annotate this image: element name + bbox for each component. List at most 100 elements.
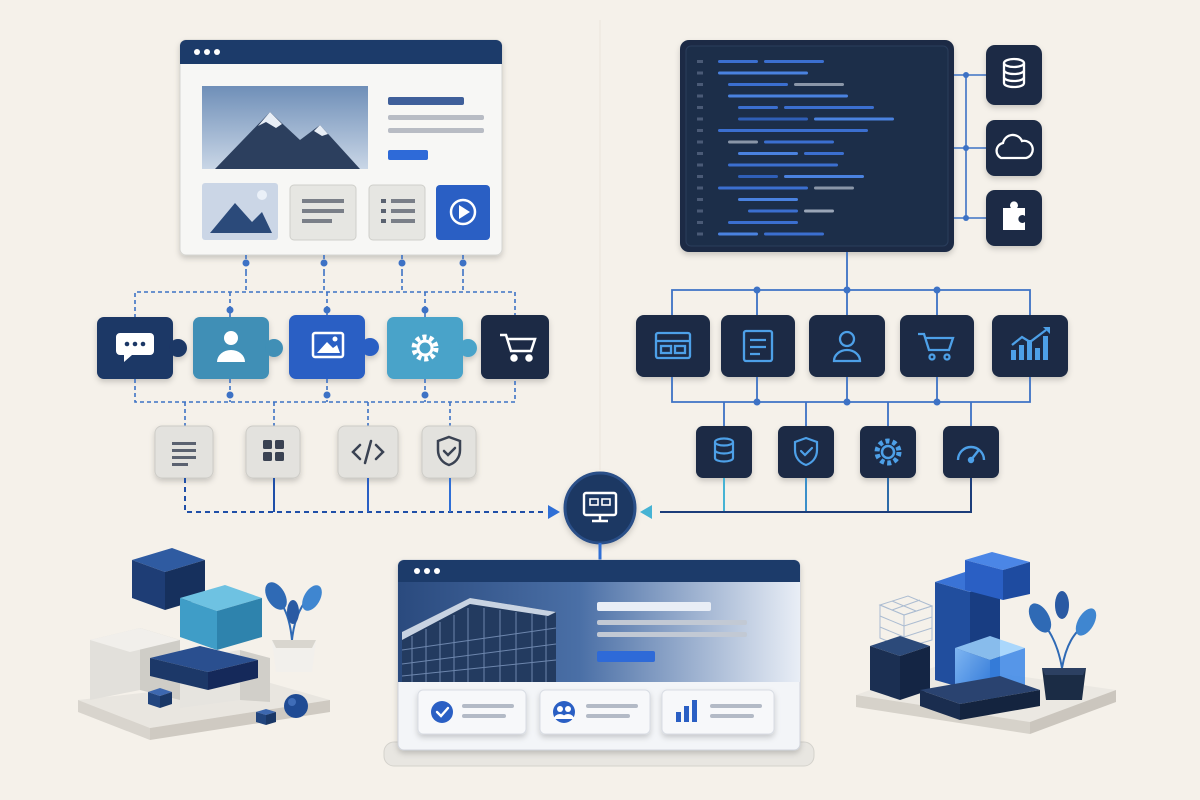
left-block-stack [78, 548, 330, 740]
code-lines [697, 60, 894, 236]
chat-icon [116, 333, 154, 362]
layout-icon [654, 331, 692, 360]
code-line [784, 175, 864, 178]
code-line [764, 232, 824, 236]
code-line [718, 60, 758, 63]
puzzle-piece-cart [481, 315, 549, 379]
code-line [728, 163, 838, 167]
code-line [718, 71, 808, 75]
cart-icon [500, 333, 537, 362]
mountain-image [202, 86, 368, 169]
left-plant [265, 582, 322, 672]
line-number-mark [697, 71, 703, 75]
code-line [794, 83, 844, 86]
code-line [784, 106, 874, 109]
database-icon [713, 437, 735, 463]
text-card-icon [289, 184, 357, 241]
building-image [398, 582, 800, 682]
image-icon [311, 331, 345, 359]
line-number-mark [697, 117, 703, 121]
code-line [728, 94, 848, 98]
monitor-icon [582, 491, 618, 523]
right-plant [1028, 591, 1097, 700]
puzzle-piece-gear [387, 317, 477, 379]
text-placeholder-lines [388, 97, 484, 160]
left-mid-connectors [134, 379, 516, 428]
line-number-mark [697, 152, 703, 155]
code-line [764, 60, 824, 63]
right-small-blocks [696, 426, 999, 478]
code-line [738, 106, 778, 109]
shield-check-icon [793, 436, 819, 467]
database-icon [1002, 57, 1026, 89]
code-line [804, 209, 834, 213]
puzzle-icon [1003, 201, 1025, 230]
play-icon[interactable] [436, 185, 490, 240]
left-flow-lines [184, 478, 560, 519]
right-mid-nodes [753, 398, 941, 406]
line-number-mark [697, 60, 703, 63]
gear-icon [411, 334, 439, 362]
code-line [738, 117, 808, 121]
code-line [814, 117, 894, 121]
code-icon [351, 439, 385, 465]
users-icon [553, 701, 575, 723]
gauge-icon [956, 445, 986, 464]
cart-icon [918, 332, 955, 361]
left-mid-nodes [226, 391, 429, 399]
user-icon [832, 330, 862, 363]
line-number-mark [697, 163, 703, 167]
right-flow-lines [640, 478, 972, 519]
code-line [718, 186, 808, 190]
document-icon [742, 329, 774, 363]
code-line [728, 140, 758, 144]
cloud-icon [995, 133, 1034, 160]
side-service-nodes [963, 72, 969, 221]
line-number-mark [697, 140, 703, 144]
code-line [718, 129, 868, 132]
window-controls [414, 568, 440, 574]
document-icon [172, 442, 196, 466]
code-line [728, 221, 798, 224]
code-line [738, 198, 798, 201]
result-text-lines [597, 602, 747, 662]
code-line [738, 175, 778, 178]
line-number-mark [697, 129, 703, 132]
line-number-mark [697, 106, 703, 109]
puzzle-piece-user [193, 317, 283, 379]
line-number-mark [697, 198, 703, 201]
puzzle-piece-image [289, 315, 379, 379]
chart-icon [1011, 327, 1050, 360]
line-number-mark [697, 232, 703, 236]
code-line [814, 186, 854, 190]
left-top-nodes [226, 259, 467, 314]
line-number-mark [697, 175, 703, 178]
line-number-mark [697, 83, 703, 86]
right-block-stack [856, 552, 1116, 734]
user-icon [217, 331, 245, 362]
line-number-mark [697, 94, 703, 98]
left-small-blocks [154, 425, 477, 479]
side-service-connectors [954, 74, 986, 219]
code-line [718, 232, 758, 236]
gear-icon [874, 438, 902, 466]
grid-icon [263, 440, 284, 461]
list-card-icon [368, 184, 426, 241]
feature-cards [417, 689, 775, 735]
check-icon [431, 701, 453, 723]
integration-hub[interactable] [563, 471, 637, 545]
line-number-mark [697, 221, 703, 224]
code-line [728, 83, 788, 86]
right-top-nodes [753, 286, 941, 294]
right-mid-connectors [671, 377, 1031, 428]
line-number-mark [697, 186, 703, 190]
right-service-row [636, 315, 1068, 377]
feature-card-lines [462, 704, 762, 718]
bar-chart-icon [676, 700, 697, 722]
right-top-connectors [671, 252, 1031, 318]
code-line [764, 140, 834, 144]
code-line [738, 152, 798, 155]
line-number-mark [697, 209, 703, 213]
